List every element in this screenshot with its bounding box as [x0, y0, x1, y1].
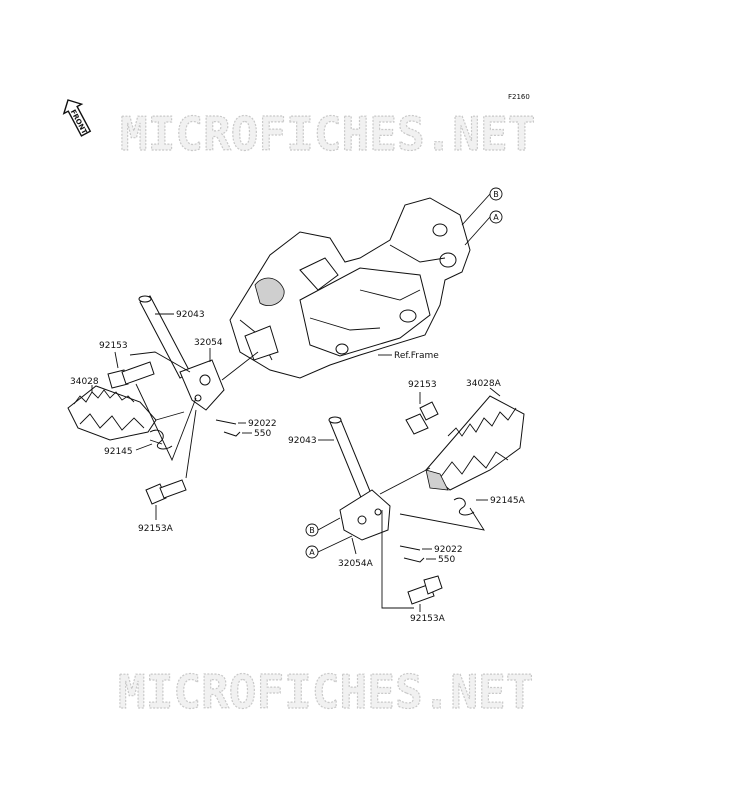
left-lower-bolt-label: 92153A: [138, 524, 174, 534]
right-bracket-label: 32054A: [338, 559, 374, 569]
ref-marker-a-top-label: A: [493, 213, 499, 222]
right-footpeg-assembly: 92043 32054A 92153 34028A 92145A 92022: [288, 379, 526, 624]
right-cotter-label: 92022: [434, 545, 463, 555]
left-washer-label: 550: [254, 429, 271, 439]
right-lower-bolt-label: 92153A: [410, 614, 446, 624]
watermark-top: MICROFICHES.NET: [120, 107, 535, 161]
ref-marker-b-top-label: B: [493, 190, 499, 199]
watermark-bottom: MICROFICHES.NET: [118, 665, 533, 719]
left-footpeg-assembly: 92043 32054 92153 34028 92145 92022: [67, 295, 277, 534]
left-cotter-label: 92022: [248, 419, 277, 429]
left-footpeg-label: 34028: [70, 377, 99, 387]
ref-marker-a-lower-label: A: [309, 548, 315, 557]
ref-marker-b-top: [489, 187, 503, 201]
front-arrow-icon: FRONT: [62, 99, 92, 137]
ref-frame-label: Ref.Frame: [394, 351, 439, 361]
ref-marker-a-top: [489, 210, 503, 224]
left-spring-label: 92145: [104, 447, 133, 457]
ref-marker-b-lower-label: B: [309, 526, 315, 535]
diagram-code: F2160: [508, 93, 530, 101]
right-spring-label: 92145A: [490, 496, 526, 506]
right-pin-label: 92043: [288, 436, 317, 446]
frame-drawing: [229, 197, 471, 379]
right-bolt-label: 92153: [408, 380, 437, 390]
left-pin-label: 92043: [176, 310, 205, 320]
right-washer-label: 550: [438, 555, 455, 565]
left-bracket-label: 32054: [194, 338, 223, 348]
left-bolt-label: 92153: [99, 341, 128, 351]
right-footpeg-label: 34028A: [466, 379, 502, 389]
